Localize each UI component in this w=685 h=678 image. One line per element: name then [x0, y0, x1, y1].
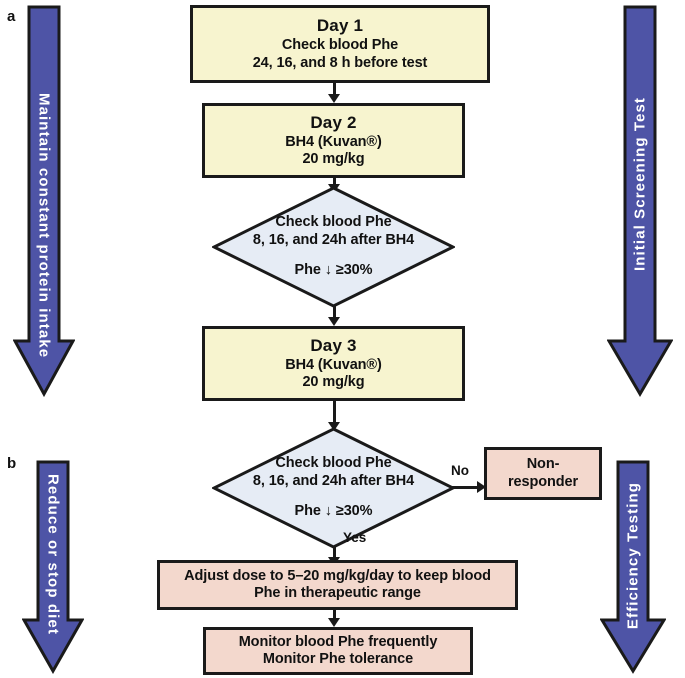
connector-day1-day2 [333, 83, 336, 97]
panel-label-b: b [7, 455, 17, 472]
node-monitor-line1: Monitor blood Phe frequently [238, 633, 438, 650]
node-day1-line1: Check blood Phe [281, 37, 399, 54]
arrowhead-day1-day2 [328, 94, 340, 103]
node-day1: Day 1 Check blood Phe 24, 16, and 8 h be… [190, 5, 490, 83]
node-nonresponder-line2: responder [507, 473, 578, 490]
edge-label-yes: Yes [343, 530, 367, 545]
connector-decision2-nonresponder [452, 486, 479, 489]
node-adjust-dose-line2: Phe in therapeutic range [254, 585, 421, 601]
efficiency-testing-arrow: Efficiency Testing [600, 460, 666, 674]
efficiency-testing-arrow-label: Efficiency Testing [624, 482, 642, 630]
node-decision1: Check blood Phe 8, 16, and 24h after BH4… [212, 186, 455, 308]
down-arrow-shape [22, 460, 84, 674]
diamond-shape [212, 427, 455, 549]
node-day2-line2: 20 mg/kg [302, 151, 365, 168]
node-nonresponder-line1: Non- [526, 456, 560, 473]
node-day2: Day 2 BH4 (Kuvan®) 20 mg/kg [202, 103, 465, 178]
connector-adjust-monitor [333, 610, 336, 621]
reduce-stop-diet-arrow: Reduce or stop diet [22, 460, 84, 674]
node-day3-line1: BH4 (Kuvan®) [285, 356, 382, 373]
arrowhead-decision2-nonresponder [477, 481, 486, 493]
down-arrow-shape [607, 5, 673, 397]
down-arrow-shape [13, 5, 75, 397]
maintain-protein-arrow-label: Maintain constant protein intake [35, 93, 53, 359]
node-decision2: Check blood Phe 8, 16, and 24h after BH4… [212, 427, 455, 549]
node-day1-line2: 24, 16, and 8 h before test [252, 54, 428, 71]
node-monitor: Monitor blood Phe frequently Monitor Phe… [203, 627, 473, 675]
connector-decision2-adjust [333, 547, 336, 561]
down-arrow-shape [600, 460, 666, 674]
node-day2-title: Day 2 [310, 112, 357, 132]
arrowhead-decision1-day3 [328, 317, 340, 326]
initial-screening-arrow: Initial Screening Test [607, 5, 673, 397]
node-day3: Day 3 BH4 (Kuvan®) 20 mg/kg [202, 326, 465, 401]
connector-decision1-day3 [333, 306, 336, 320]
node-adjust-dose-line1: Adjust dose to 5–20 mg/kg/day to keep bl… [184, 567, 491, 584]
panel-label-a: a [7, 8, 16, 25]
arrowhead-day3-decision2 [328, 422, 340, 431]
node-day2-line1: BH4 (Kuvan®) [285, 133, 382, 150]
diamond-shape [212, 186, 455, 308]
reduce-stop-diet-arrow-label: Reduce or stop diet [44, 474, 62, 635]
connector-day3-decision2 [333, 401, 336, 426]
maintain-protein-arrow: Maintain constant protein intake [13, 5, 75, 397]
node-adjust-dose: Adjust dose to 5–20 mg/kg/day to keep bl… [157, 560, 518, 610]
node-day3-line2: 20 mg/kg [302, 374, 365, 391]
connector-day2-decision1 [333, 178, 336, 187]
node-day1-title: Day 1 [316, 16, 364, 36]
node-day3-title: Day 3 [310, 335, 357, 355]
node-monitor-line2: Monitor Phe tolerance [262, 651, 414, 667]
initial-screening-arrow-label: Initial Screening Test [631, 97, 649, 271]
node-nonresponder: Non- responder [484, 447, 602, 500]
edge-label-no: No [451, 463, 469, 478]
arrowhead-adjust-monitor [328, 618, 340, 627]
